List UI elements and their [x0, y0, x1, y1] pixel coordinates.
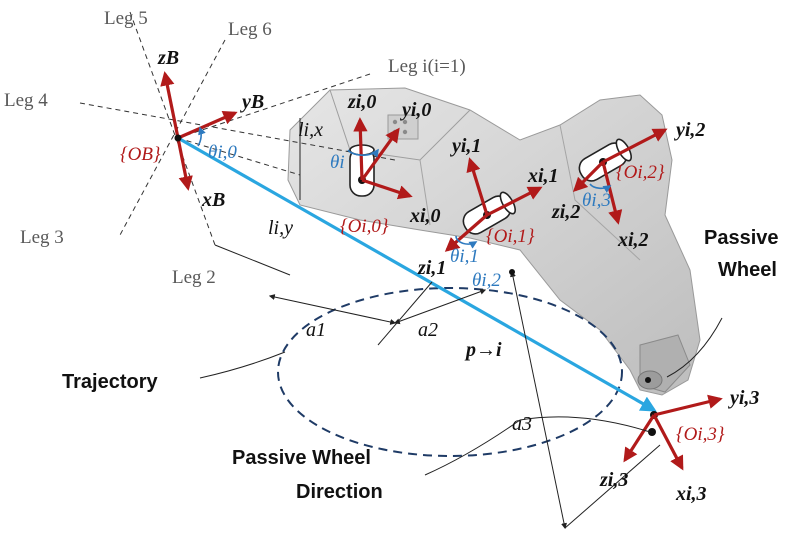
- a1-label: a1: [306, 319, 326, 341]
- theta-i3-label: θi,3: [582, 190, 611, 211]
- theta-i2-label: θi,2: [472, 270, 501, 291]
- y-i1-label: yi,1: [450, 135, 481, 157]
- leg-i-label: Leg i(i=1): [388, 56, 466, 77]
- frame-i0-axes: [347, 117, 413, 200]
- frame-i3-axes: [623, 394, 723, 471]
- p-i-label: p→i: [464, 339, 502, 361]
- leg5-label: Leg 5: [104, 8, 148, 29]
- callout-leaders: [199, 269, 723, 476]
- frame-i1-axes: [444, 157, 543, 252]
- a3-label: a3: [512, 413, 532, 435]
- wheel-direction-label-line1: Passive Wheel: [232, 447, 371, 469]
- passive-wheel-label-line2: Wheel: [718, 259, 777, 281]
- passive-wheel-label-line1: Passive: [704, 227, 779, 249]
- x-i2-label: xi,2: [617, 229, 649, 251]
- x-i3-label: xi,3: [675, 483, 707, 505]
- O-i0-label: {Oi,0}: [340, 216, 389, 237]
- zB-label: zB: [157, 47, 179, 69]
- liy-label: li,y: [268, 217, 293, 239]
- z-i0-label: zi,0: [347, 91, 376, 113]
- leg6-label: Leg 6: [228, 19, 272, 40]
- y-i2-label: yi,2: [674, 119, 705, 141]
- leg2-label: Leg 2: [172, 267, 216, 288]
- position-vector-line: [177, 136, 657, 412]
- z-i2-label: zi,2: [551, 201, 580, 223]
- leg4-label: Leg 4: [4, 90, 48, 111]
- lix-label: li,x: [298, 119, 323, 141]
- theta-i1-label: θi,1: [450, 246, 479, 267]
- dimension-lines: [214, 118, 661, 530]
- theta-i-label: θi: [330, 152, 345, 173]
- base-frame-axes: [160, 71, 238, 191]
- y-i0-label: yi,0: [400, 99, 431, 121]
- y-i3-label: yi,3: [728, 387, 759, 409]
- OB-label: {OB}: [120, 144, 161, 165]
- leg3-label: Leg 3: [20, 227, 64, 248]
- wheel-direction-label-line2: Direction: [296, 481, 383, 503]
- x-i0-label: xi,0: [409, 205, 441, 227]
- trajectory-label: Trajectory: [62, 371, 158, 393]
- z-i3-label: zi,3: [599, 469, 628, 491]
- O-i2-label: {Oi,2}: [616, 162, 665, 183]
- a2-label: a2: [418, 319, 438, 341]
- trajectory-ellipse: [277, 287, 623, 457]
- frame-i2-axes: [572, 128, 668, 225]
- yB-label: yB: [240, 91, 264, 113]
- O-i3-label: {Oi,3}: [676, 424, 725, 445]
- x-i1-label: xi,1: [527, 165, 559, 187]
- O-i1-label: {Oi,1}: [486, 226, 535, 247]
- z-i1-label: zi,1: [417, 257, 446, 279]
- theta-i0-label: θi,0: [208, 142, 237, 163]
- xB-label: xB: [201, 189, 225, 211]
